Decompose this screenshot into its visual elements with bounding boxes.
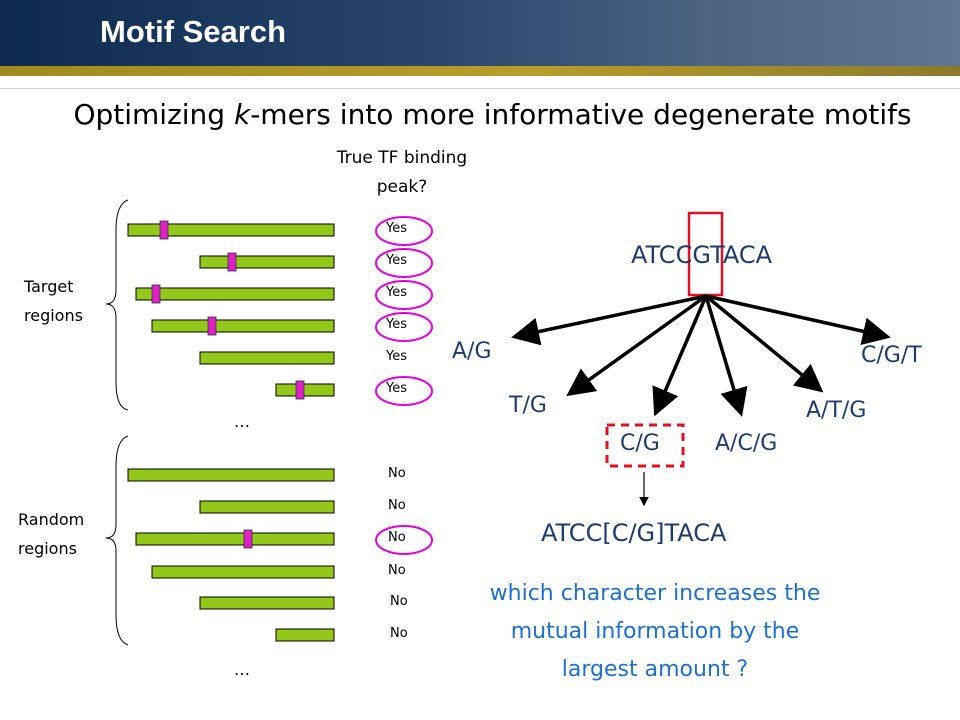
random-answer-label: No <box>388 466 406 481</box>
option-t-g: T/G <box>509 393 547 418</box>
random-answer-label: No <box>388 563 406 578</box>
target-answer-label: Yes <box>386 221 407 236</box>
random-answer-label: No <box>388 530 406 545</box>
arrow-to-t-g <box>566 294 708 397</box>
target-answer-label: Yes <box>386 253 407 268</box>
question-line3: largest amount ? <box>561 657 749 682</box>
question-line2: mutual information by the <box>510 619 800 644</box>
selected-option-box <box>605 423 685 468</box>
target-kmer-occurrence <box>227 252 237 272</box>
random-region-bar <box>275 628 335 642</box>
target-label-line2: regions <box>24 306 83 325</box>
random-answer-label: No <box>390 594 408 609</box>
random-answer-label: No <box>388 498 406 513</box>
target-answer-label: Yes <box>386 349 407 364</box>
target-region-bar <box>199 255 335 269</box>
random-brace <box>105 435 129 646</box>
target-answer-label: Yes <box>386 381 407 396</box>
random-label-line2: regions <box>18 539 77 558</box>
subtitle-suffix: -mers into more informative degenerate m… <box>250 98 912 131</box>
target-kmer-occurrence <box>295 380 305 400</box>
random-ellipsis: … <box>234 660 250 679</box>
target-region-bar <box>151 319 335 333</box>
arrow-to-a-t-g <box>704 294 824 393</box>
answer-circles <box>375 216 433 555</box>
subtitle-k: k <box>233 98 251 131</box>
peak-label-line2: peak? <box>376 177 428 197</box>
random-label-line1: Random <box>18 510 85 529</box>
target-region-bars <box>127 220 335 400</box>
target-label-line1: Target <box>24 277 74 296</box>
question-line1: which character increases the <box>489 581 821 606</box>
peak-column-label: True TF binding peak? <box>312 144 492 202</box>
option-c-g-t: C/G/T <box>861 343 922 368</box>
question-text: which character increases the mutual inf… <box>445 575 865 689</box>
target-answer-circle <box>375 248 433 278</box>
target-answer-circle <box>375 376 433 406</box>
kmer-sequence: ATCCGTACA <box>631 241 773 269</box>
target-answer-circle <box>375 216 433 246</box>
random-answer-label: No <box>390 626 408 641</box>
random-regions-label: Random regions <box>18 505 84 563</box>
result-motif: ATCC[C/G]TACA <box>541 519 727 547</box>
peak-label-line1: True TF binding <box>336 148 468 168</box>
target-region-bar <box>127 223 335 237</box>
target-region-bar <box>275 383 335 397</box>
slide-title: Motif Search <box>100 14 287 49</box>
random-region-bar <box>135 532 335 546</box>
option-a-t-g: A/T/G <box>806 398 867 423</box>
target-region-bar <box>199 351 335 365</box>
target-kmer-occurrence <box>151 284 161 304</box>
target-ellipsis: … <box>234 412 250 431</box>
option-a-c-g: A/C/G <box>715 431 778 456</box>
arrow-to-c-g-t <box>705 294 891 346</box>
option-a-g: A/G <box>452 339 492 364</box>
target-answer-label: Yes <box>386 317 407 332</box>
target-brace <box>105 199 129 411</box>
target-region-bar <box>135 287 335 301</box>
target-answer-circle <box>375 312 433 342</box>
arrow-to-c-g <box>652 295 708 417</box>
subtitle-prefix: Optimizing <box>73 98 234 131</box>
random-region-bars <box>127 468 335 642</box>
target-kmer-occurrence <box>207 316 217 336</box>
random-answer-circle <box>375 525 433 555</box>
target-answer-circle <box>375 280 433 310</box>
random-kmer-occurrence <box>243 529 253 549</box>
random-region-bar <box>151 565 335 579</box>
target-kmer-occurrence <box>159 220 169 240</box>
random-region-bar <box>199 596 335 610</box>
arrow-to-a-c-g <box>704 295 748 417</box>
random-region-bar <box>199 500 335 514</box>
header-divider <box>0 88 960 89</box>
arrow-to-a-g <box>511 294 707 346</box>
slide-subtitle: Optimizing k-mers into more informative … <box>0 98 960 131</box>
slide-header: Motif Search <box>0 0 960 66</box>
option-c-g: C/G <box>620 431 660 456</box>
header-accent-band <box>0 66 960 76</box>
target-regions-label: Target regions <box>24 272 83 330</box>
target-answer-label: Yes <box>386 285 407 300</box>
random-region-bar <box>127 468 335 482</box>
